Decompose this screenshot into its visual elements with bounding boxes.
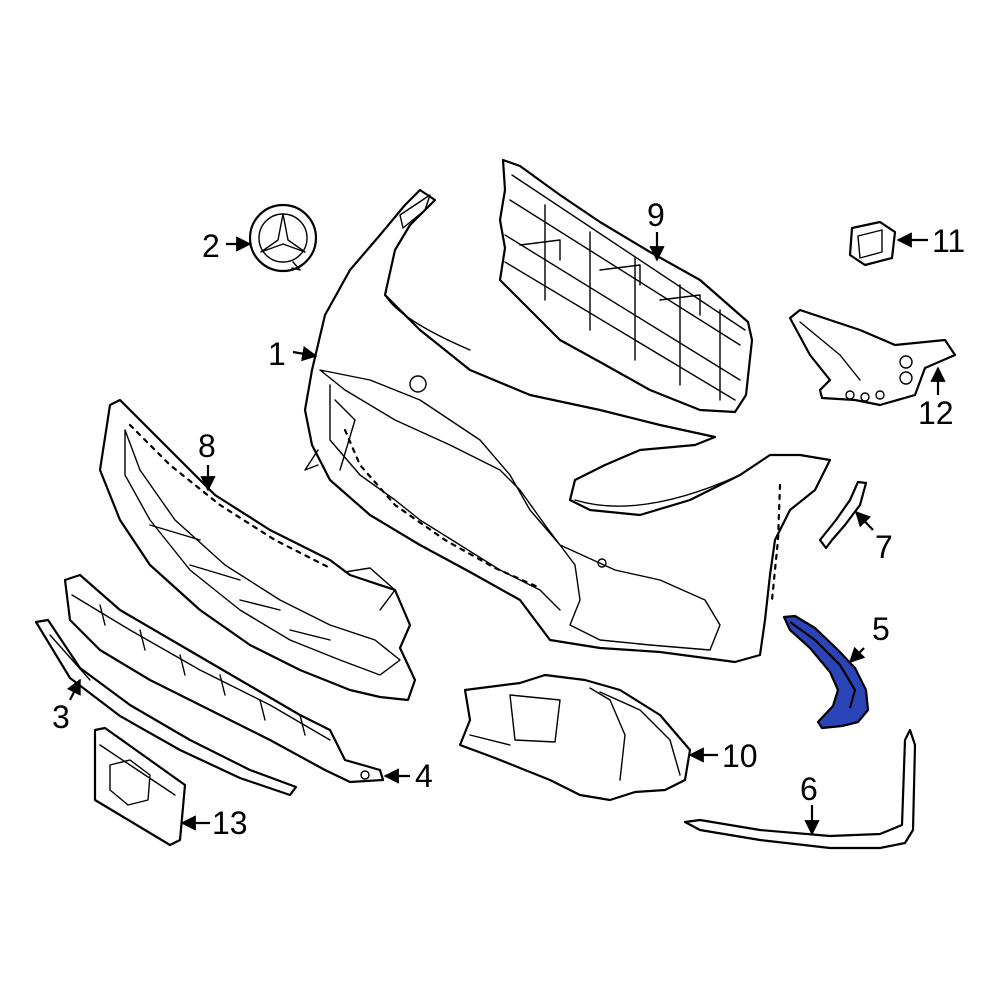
part-7-small-trim[interactable]: [818, 480, 868, 550]
callout-4: 4: [415, 758, 433, 794]
callout-5: 5: [872, 611, 890, 647]
leader-7: [854, 510, 874, 531]
callout-leaders: [66, 232, 946, 836]
callout-1: 1: [268, 336, 286, 372]
part-8-grille-frame[interactable]: [98, 398, 417, 702]
part-4-lower-grille[interactable]: [63, 573, 385, 784]
callout-9: 9: [647, 197, 665, 233]
callout-13: 13: [212, 805, 248, 841]
part-6-lower-side-trim[interactable]: [683, 728, 917, 850]
callout-2: 2: [202, 228, 220, 264]
callout-11: 11: [932, 223, 965, 259]
part-3-lower-trim-strip[interactable]: [34, 618, 298, 797]
part-12-mounting-bracket[interactable]: [788, 308, 957, 407]
leader-3: [66, 678, 81, 701]
part-13-license-bracket[interactable]: [93, 726, 187, 847]
callout-6: 6: [800, 771, 818, 807]
callout-labels: 1 2 3 4 5 6 7 8 9 10 11 12 13: [52, 197, 965, 841]
leader-1: [292, 346, 318, 362]
callout-3: 3: [52, 699, 70, 735]
part-1-bumper-cover[interactable]: [303, 188, 832, 664]
callout-10: 10: [722, 738, 758, 774]
callout-12: 12: [918, 395, 954, 431]
part-9-upper-grille-carrier[interactable]: [498, 158, 754, 414]
part-2-emblem[interactable]: [248, 203, 318, 273]
part-5-side-trim-highlighted[interactable]: [782, 614, 870, 730]
leader-5: [848, 646, 866, 664]
callout-7: 7: [875, 529, 893, 565]
part-10-air-duct[interactable]: [458, 673, 692, 802]
part-11-clip[interactable]: [848, 220, 897, 267]
callout-8: 8: [198, 428, 216, 464]
